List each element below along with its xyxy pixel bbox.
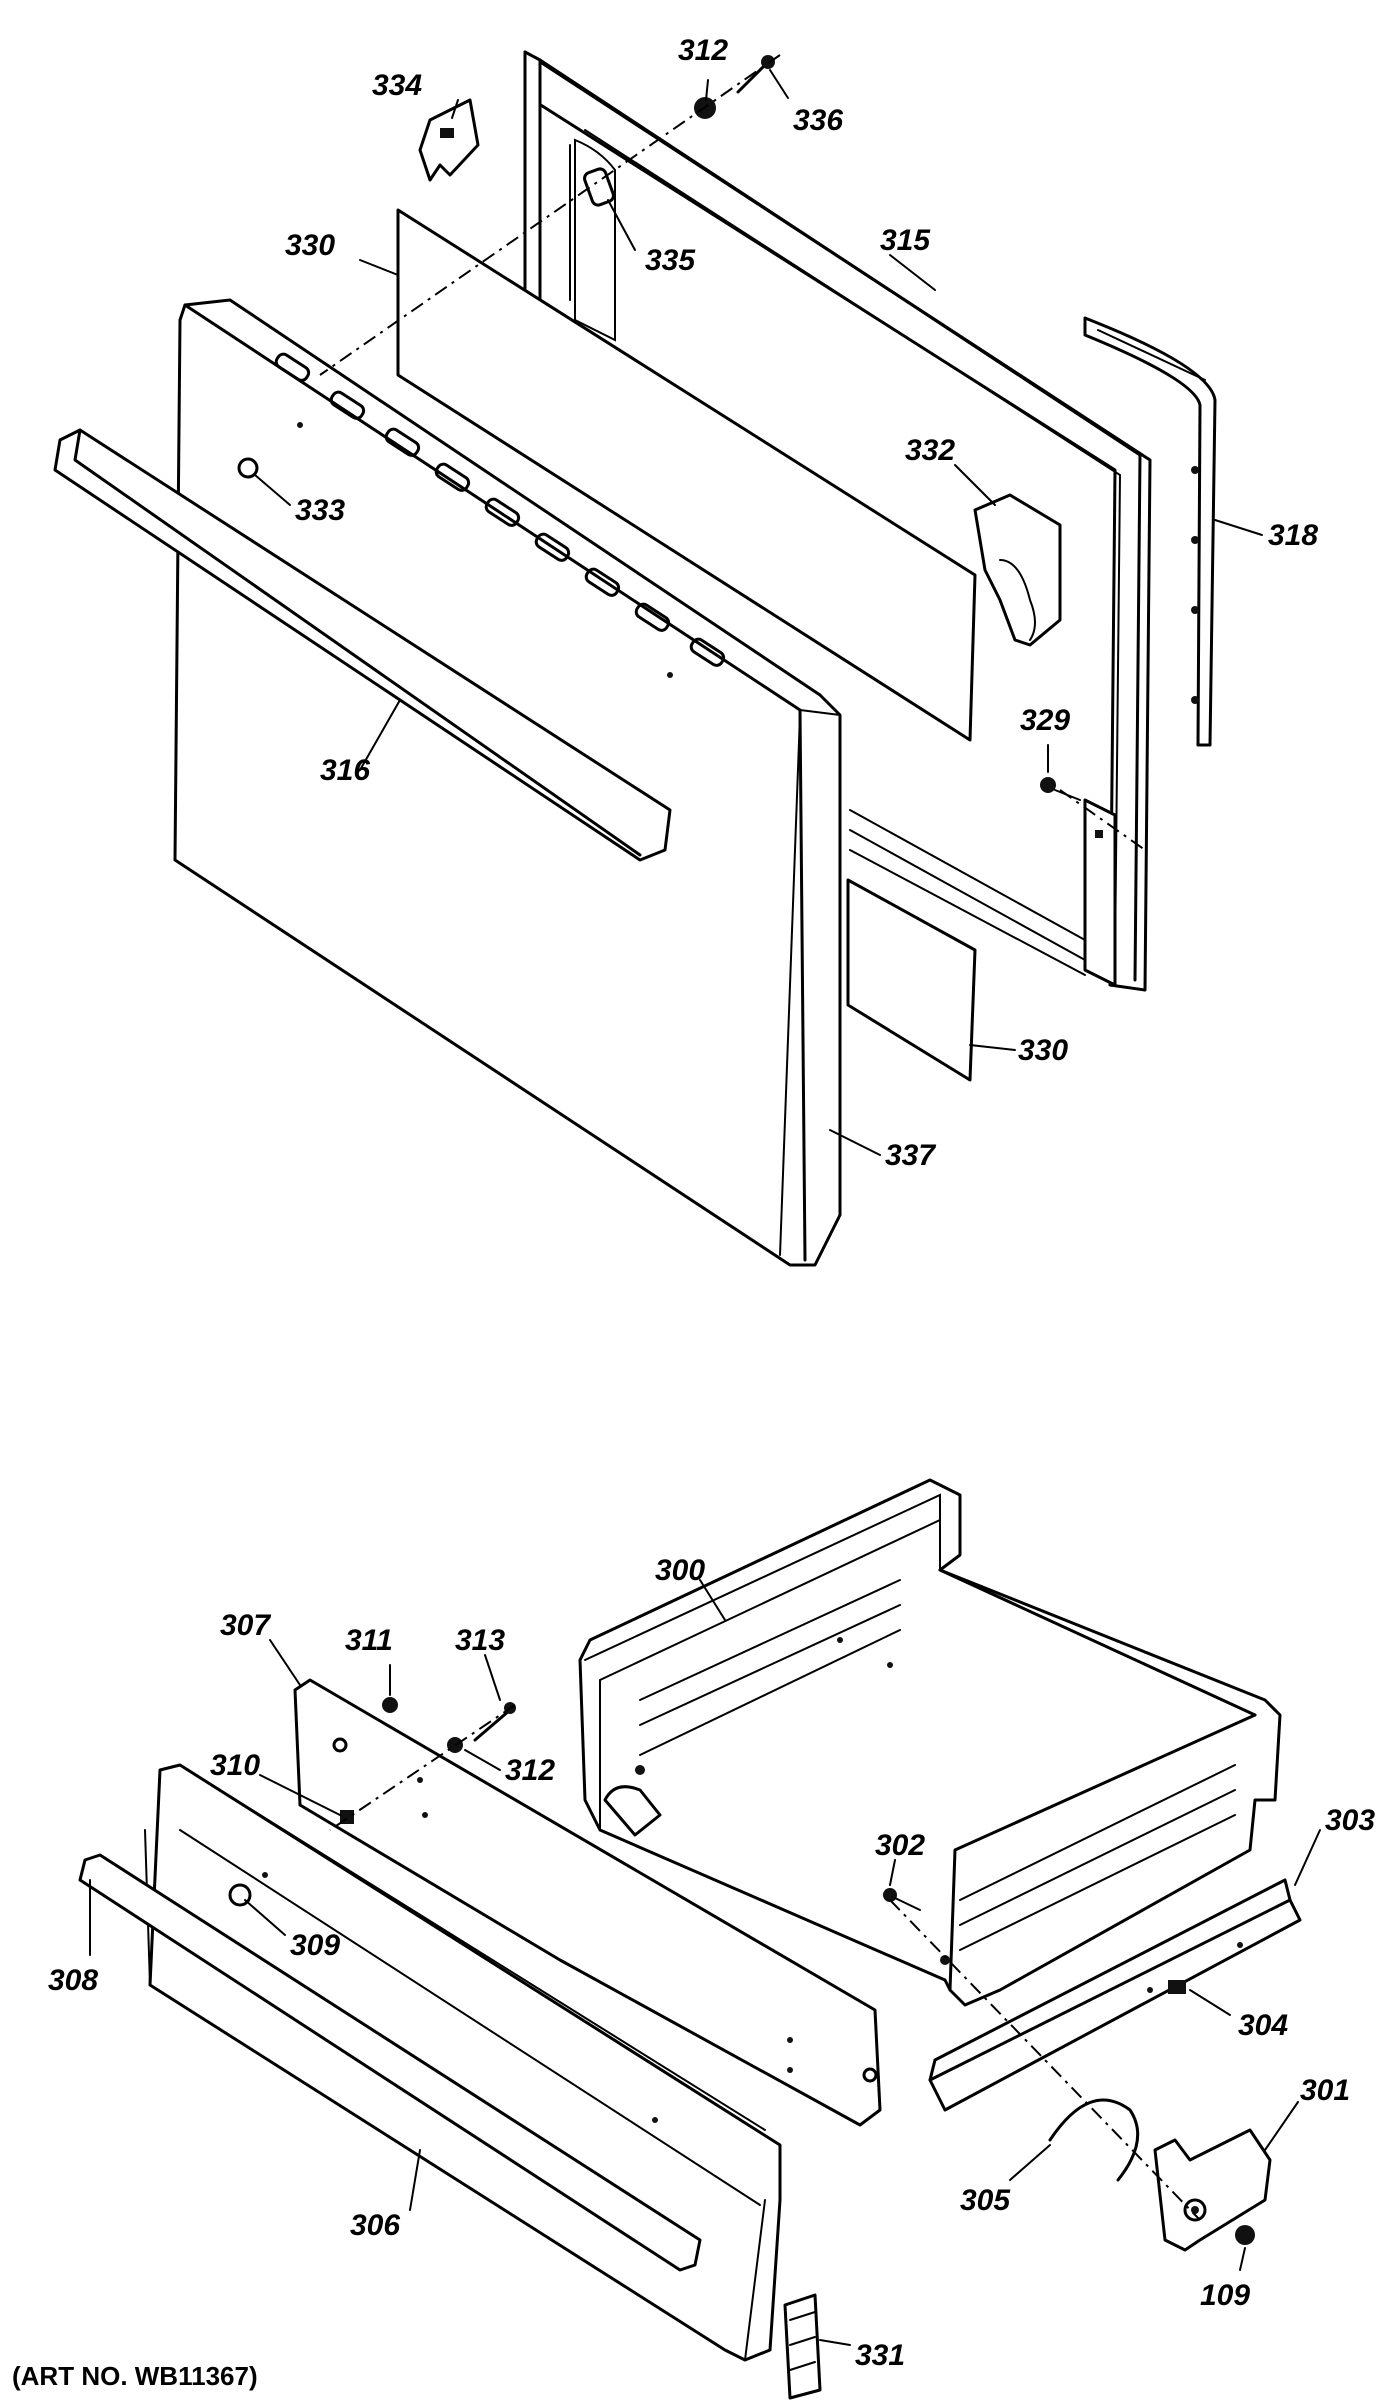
part-307-inner-panel (293, 1678, 882, 2127)
label-318: 318 (1268, 519, 1318, 552)
part-330-glass-panel-bottom (846, 878, 977, 1082)
part-312-grommet-lower (447, 1737, 463, 1753)
label-315: 315 (880, 224, 931, 257)
label-301: 301 (1300, 2074, 1350, 2107)
label-330-bottom: 330 (1018, 1034, 1068, 1067)
part-305-wire-spring (1048, 2098, 1140, 2182)
label-312-lower: 312 (505, 1754, 555, 1787)
part-337-outer-door-panel (173, 298, 842, 1267)
oven-door-assembly: 312 336 334 335 330 315 333 332 318 316 … (53, 34, 1318, 1267)
part-315-inner-door-frame (523, 50, 1152, 992)
label-306: 306 (350, 2209, 400, 2242)
label-304: 304 (1238, 2009, 1288, 2042)
part-333-grommet (237, 457, 259, 479)
part-332-insulation (973, 493, 1062, 647)
part-316-door-handle (53, 428, 672, 862)
drawer-assembly: 300 307 311 313 312 310 303 309 308 302 … (48, 1478, 1375, 2400)
label-332: 332 (905, 434, 955, 467)
part-303-slide-rail (928, 1878, 1302, 2112)
label-334: 334 (372, 69, 422, 102)
label-311: 311 (345, 1624, 393, 1657)
part-302-screw (883, 1888, 921, 1911)
part-311-grommet (382, 1697, 398, 1713)
label-331: 331 (855, 2339, 905, 2372)
label-329: 329 (1020, 704, 1070, 737)
part-318-side-trim (1083, 316, 1217, 747)
part-304-clip (1168, 1980, 1186, 1994)
label-333: 333 (295, 494, 345, 527)
part-336-screw (736, 55, 775, 94)
part-335-clip (583, 167, 615, 207)
label-109: 109 (1200, 2279, 1250, 2312)
label-307: 307 (220, 1609, 271, 1642)
part-301-bracket (1153, 2128, 1272, 2252)
label-310: 310 (210, 1749, 260, 1782)
label-303: 303 (1325, 1804, 1375, 1837)
vent-slots (274, 352, 726, 667)
art-number: (ART NO. WB11367) (12, 2361, 258, 2391)
centerline-lower-1 (329, 1704, 516, 1831)
part-308-drawer-handle (78, 1853, 702, 2272)
label-308: 308 (48, 1964, 98, 1997)
part-334-bracket (418, 98, 480, 182)
label-335: 335 (645, 244, 696, 277)
label-330-top: 330 (285, 229, 335, 262)
part-109-nut (1235, 2225, 1255, 2245)
part-331-bracket (783, 2293, 822, 2400)
centerline-upper-1 (319, 54, 781, 376)
label-312-top: 312 (678, 34, 728, 67)
label-316: 316 (320, 754, 370, 787)
label-305: 305 (960, 2184, 1011, 2217)
label-313: 313 (455, 1624, 505, 1657)
label-337: 337 (885, 1139, 936, 1172)
label-302: 302 (875, 1829, 925, 1862)
part-300-drawer-body (578, 1478, 1282, 2007)
label-309: 309 (290, 1929, 340, 1962)
hinge-bracket (849, 798, 1117, 987)
label-336: 336 (793, 104, 843, 137)
label-300: 300 (655, 1554, 705, 1587)
part-329-screw (1040, 777, 1081, 801)
